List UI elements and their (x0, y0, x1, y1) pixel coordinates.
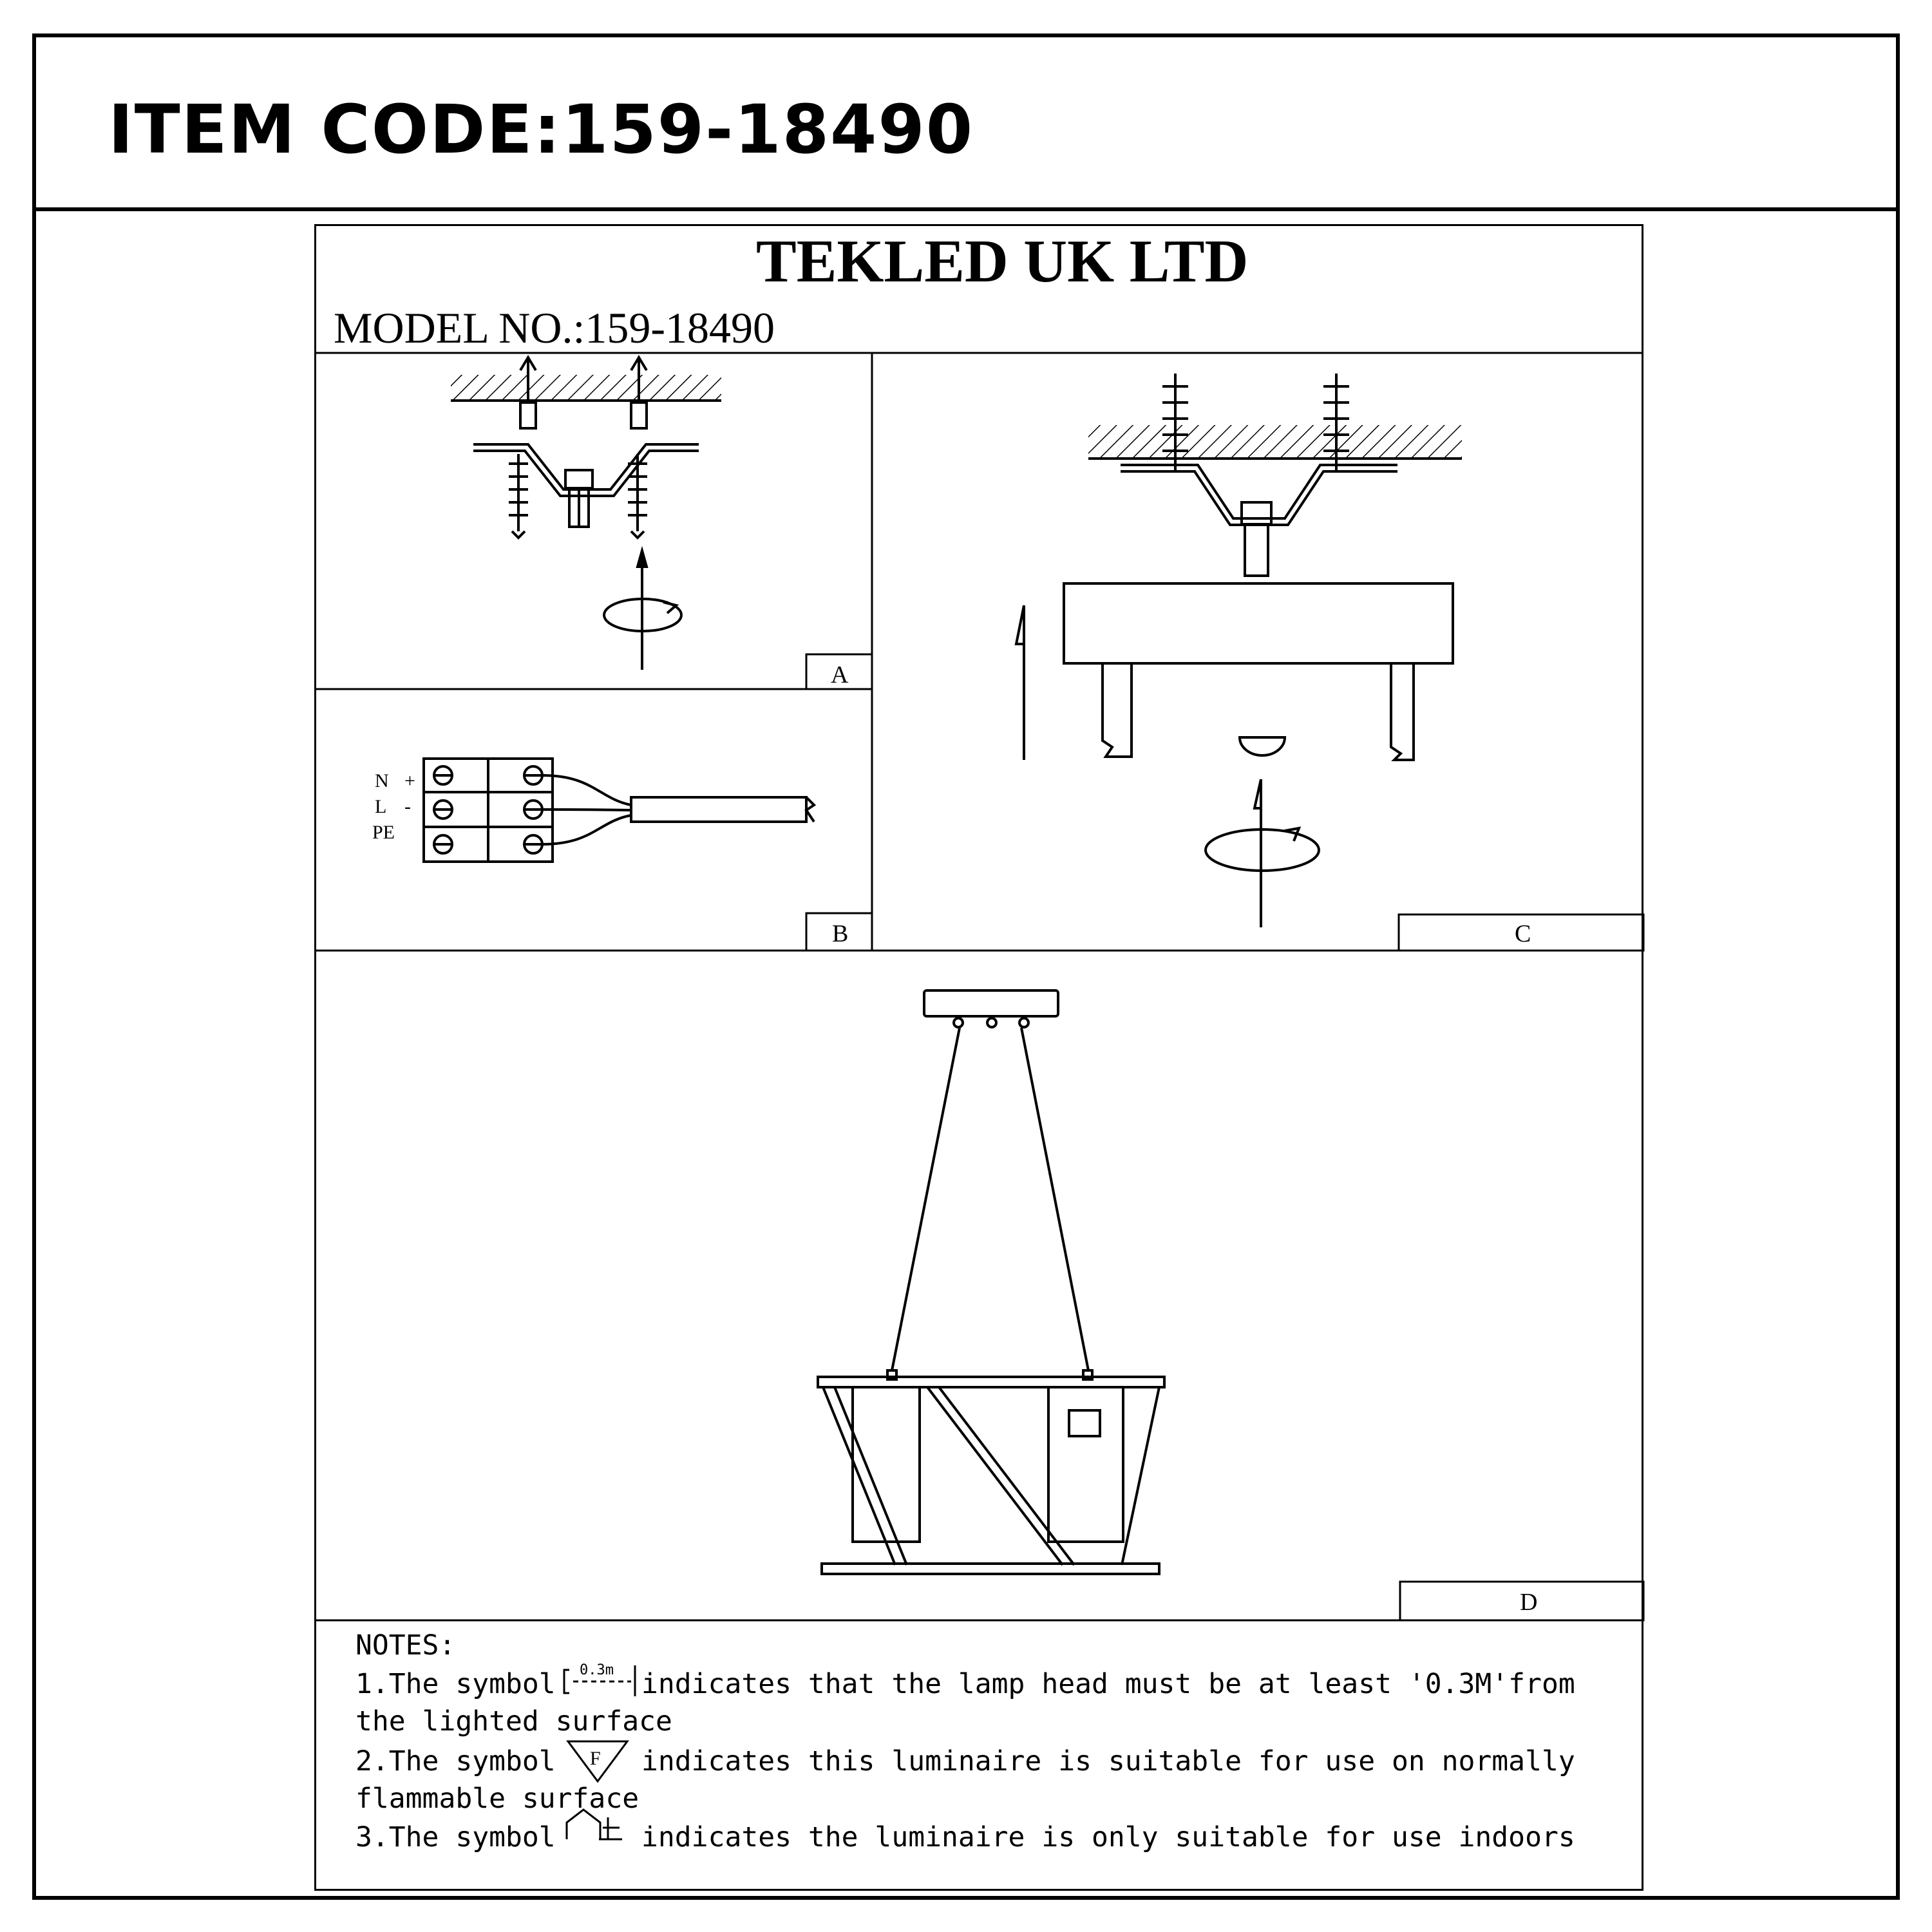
panel-label-d: D (1520, 1589, 1537, 1616)
note-3-prefix: 3.The symbol (355, 1821, 556, 1853)
panel-label-b: B (832, 920, 848, 947)
label-plus: + (404, 770, 415, 791)
indoor-use-icon (565, 1808, 622, 1841)
panel-a-ceiling-bracket (451, 355, 721, 670)
panel-c-canopy-mount (1014, 374, 1462, 927)
model-number: MODEL NO.:159-18490 (334, 303, 775, 352)
instruction-sheet (314, 224, 1643, 1891)
note-2-prefix: 2.The symbol (355, 1745, 556, 1777)
flammable-surface-icon (566, 1740, 629, 1783)
document-frame (32, 33, 1900, 1900)
note-2-continued: flammable surface (355, 1783, 639, 1815)
distance-symbol-icon (563, 1665, 636, 1696)
panel-d-assembled-pendant (817, 989, 1166, 1575)
panel-b-terminal-block (422, 757, 817, 863)
distance-symbol-label: 0.3m (580, 1662, 614, 1678)
note-1-prefix: 1.The symbol (355, 1668, 556, 1700)
label-pe: PE (372, 822, 395, 843)
note-1-continued: the lighted surface (355, 1705, 672, 1738)
flammable-symbol-letter: F (590, 1748, 601, 1769)
label-n: N (375, 770, 389, 791)
label-minus: - (404, 796, 411, 817)
note-2-text: indicates this luminaire is suitable for… (641, 1745, 1575, 1777)
wiring-labels: N + L - PE (372, 770, 415, 843)
note-3-text: indicates the luminaire is only suitable… (641, 1821, 1575, 1853)
panel-label-c: C (1515, 920, 1531, 947)
panel-label-a: A (831, 661, 849, 688)
label-l: L (375, 796, 386, 817)
header-divider (32, 207, 1900, 211)
notes-heading: NOTES: (355, 1629, 456, 1662)
item-code: ITEM CODE:159-18490 (108, 90, 974, 169)
note-1-text: indicates that the lamp head must be at … (641, 1668, 1575, 1700)
panel-grid (316, 352, 1643, 1622)
company-name: TEKLED UK LTD (756, 228, 1249, 295)
